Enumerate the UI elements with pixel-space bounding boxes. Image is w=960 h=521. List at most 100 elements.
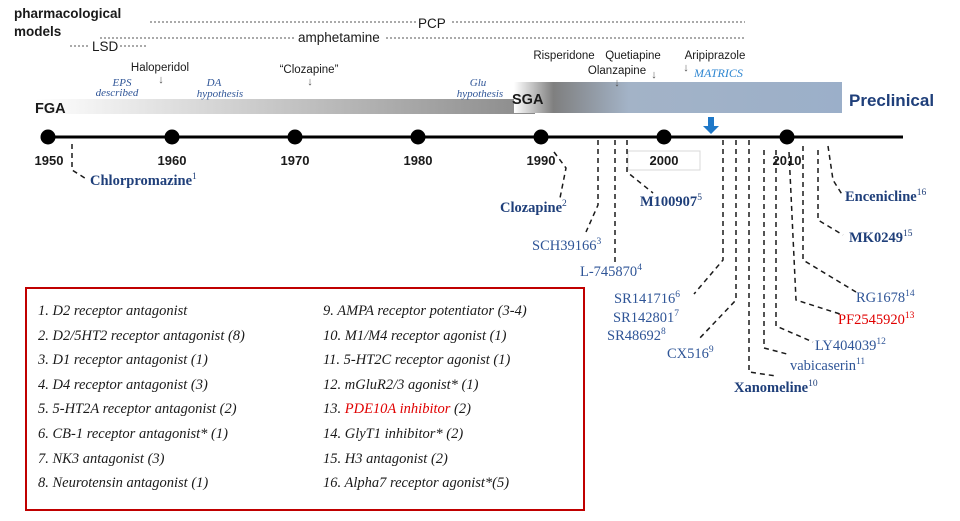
compound-mk0249: MK024915 <box>849 229 913 246</box>
year-marker-1950 <box>40 129 56 145</box>
pharmacological-models: pharmacological models PCP amphetamine L… <box>14 6 745 54</box>
leader-xanomeline <box>748 140 777 377</box>
eps-label-2: described <box>96 87 139 99</box>
compound-sr141716: SR1417166 <box>614 290 680 307</box>
legend-item-9: 9. AMPA receptor potentiator (3-4) <box>323 303 527 319</box>
models-heading-line2: models <box>14 24 61 39</box>
compound-xanomeline: Xanomeline10 <box>734 379 818 396</box>
leader-pf2545920 <box>788 151 841 315</box>
year-label-1960: 1960 <box>158 153 187 168</box>
year-label-2010: 2010 <box>773 153 802 168</box>
quetiapine-label: Quetiapine <box>605 50 661 62</box>
risperidone-label: Risperidone <box>533 50 594 62</box>
leader-ly404039 <box>775 150 814 343</box>
leader-sr-group <box>693 140 724 295</box>
haloperidol-label: Haloperidol <box>131 62 189 74</box>
legend-item-6: 6. CB-1 receptor antagonist* (1) <box>38 425 228 442</box>
legend-item-15: 15. H3 antagonist (2) <box>323 450 448 467</box>
compound-cx516: CX5169 <box>667 345 714 362</box>
year-label-1980: 1980 <box>404 153 433 168</box>
legend-item-13-number: 13. <box>323 401 345 418</box>
year-marker-1960 <box>164 129 180 145</box>
legend-item-16: 16. Alpha7 receptor agonist*(5) <box>323 475 510 492</box>
legend-item-12: 12. mGluR2/3 agonist* (1) <box>323 376 479 393</box>
year-marker-2010 <box>779 129 795 145</box>
legend-item-1: 1. D2 receptor antagonist <box>38 303 188 319</box>
era-bar-sga <box>514 82 842 113</box>
compound-sch39166: SCH391663 <box>532 237 601 254</box>
compound-m100907: M1009075 <box>640 193 702 210</box>
compound-sr48692: SR486928 <box>607 327 666 344</box>
legend-item-10: 10. M1/M4 receptor agonist (1) <box>323 327 507 344</box>
clozapine-quoted-arrow: ↓ <box>307 76 313 88</box>
legend-item-7: 7. NK3 antagonist (3) <box>38 450 165 467</box>
quetiapine-arrow: ↓ <box>651 69 657 81</box>
year-label-1950: 1950 <box>35 153 64 168</box>
year-marker-2000 <box>656 129 672 145</box>
timeline-axis: 1950 1960 1970 1980 1990 2000 2010 <box>35 117 903 171</box>
haloperidol-arrow: ↓ <box>158 74 164 86</box>
preclinical-marker-arrow <box>703 117 719 134</box>
year-marker-1990 <box>533 129 549 145</box>
amphetamine-label: amphetamine <box>298 30 380 45</box>
aripiprazole-arrow: ↓ <box>683 62 689 74</box>
leader-lines <box>71 140 857 377</box>
leader-sch39166 <box>585 140 599 233</box>
compound-encenicline: Encenicline16 <box>845 188 926 205</box>
leader-m100907 <box>626 140 654 194</box>
pcp-label: PCP <box>418 16 446 31</box>
legend-item-2: 2. D2/5HT2 receptor antagonist (8) <box>38 327 245 344</box>
clozapine-quoted-label: “Clozapine” <box>280 64 339 76</box>
legend-column-right: 9. AMPA receptor potentiator (3-4) 10. M… <box>323 299 527 496</box>
matrics-label: MATRICS <box>693 66 743 80</box>
fga-label: FGA <box>35 101 66 117</box>
era-bar-fga <box>35 99 535 114</box>
compound-ly404039: LY40403912 <box>815 337 886 354</box>
glu-label-1: Glu <box>470 77 487 89</box>
leader-encenicline <box>827 145 844 197</box>
compound-sr142801: SR1428017 <box>613 309 679 326</box>
legend-item-14: 14. GlyT1 inhibitor* (2) <box>323 425 464 442</box>
legend-item-4: 4. D4 receptor antagonist (3) <box>38 376 208 393</box>
olanzapine-label: Olanzapine <box>588 65 646 77</box>
legend-item-8: 8. Neurotensin antagonist (1) <box>38 475 209 492</box>
legend-item-11: 11. 5-HT2C receptor agonist (1) <box>323 352 511 369</box>
leader-mk0249 <box>817 150 844 236</box>
year-label-1970: 1970 <box>281 153 310 168</box>
leader-clozapine <box>553 151 567 199</box>
compound-pf2545920: PF254592013 <box>838 311 915 328</box>
lsd-label: LSD <box>92 39 119 54</box>
year-label-1990: 1990 <box>527 153 556 168</box>
legend-item-13: 13. PDE10A inhibitor (2) <box>323 397 527 422</box>
glu-label-2: hypothesis <box>457 88 503 100</box>
da-label-1: DA <box>206 77 222 89</box>
compound-rg1678: RG167814 <box>856 289 915 306</box>
leader-chlorpromazine <box>71 144 89 181</box>
models-heading-line1: pharmacological <box>14 6 121 21</box>
da-label-2: hypothesis <box>197 88 243 100</box>
legend-item-13-highlight: PDE10A inhibitor <box>344 401 451 418</box>
year-label-2000: 2000 <box>650 153 679 168</box>
sga-label: SGA <box>512 92 544 108</box>
leader-cx516 <box>697 140 737 341</box>
compound-vabicaserin: vabicaserin11 <box>790 357 865 374</box>
mechanism-legend: 1. D2 receptor antagonist 2. D2/5HT2 rec… <box>25 287 585 511</box>
legend-column-left: 1. D2 receptor antagonist 2. D2/5HT2 rec… <box>38 299 245 496</box>
legend-item-3: 3. D1 receptor antagonist (1) <box>38 352 208 369</box>
aripiprazole-label: Aripiprazole <box>685 50 746 62</box>
compound-clozapine: Clozapine2 <box>500 199 567 216</box>
year-marker-1980 <box>410 129 426 145</box>
olanzapine-arrow: ↓ <box>614 77 620 89</box>
compound-chlorpromazine: Chlorpromazine1 <box>90 172 197 189</box>
year-marker-1970 <box>287 129 303 145</box>
leader-vabicaserin <box>763 150 788 355</box>
era-bar: FGA SGA Preclinical EPS described DA hyp… <box>35 50 934 117</box>
compound-labels: Chlorpromazine1 Clozapine2 M1009075 SCH3… <box>90 172 926 396</box>
preclinical-label: Preclinical <box>849 91 934 110</box>
compound-l745870: L-7458704 <box>580 263 642 280</box>
eps-label-1: EPS <box>112 77 132 89</box>
leader-rg1678 <box>802 146 857 293</box>
legend-item-5: 5. 5-HT2A receptor antagonist (2) <box>38 401 237 418</box>
year-2000-box <box>627 150 701 171</box>
